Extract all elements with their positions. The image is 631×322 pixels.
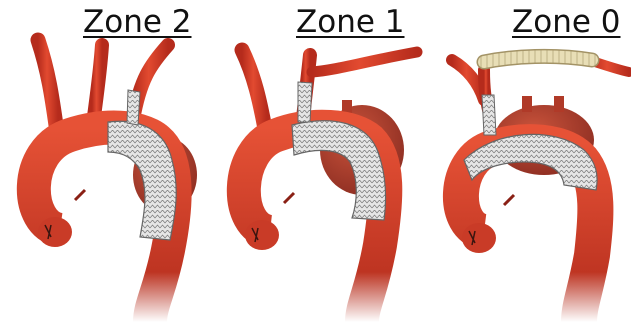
panel-zone-0: Zone 0 — [424, 0, 631, 322]
aortic-arch-illustration-zone-2 — [0, 0, 210, 322]
zone-title: Zone 2 — [83, 2, 192, 42]
panel-zone-2: Zone 2 — [0, 0, 210, 322]
aortic-arch-illustration-zone-1 — [212, 0, 422, 322]
stent-graft — [292, 82, 386, 220]
aortic-arch-illustration-zone-0 — [424, 0, 631, 322]
bypass-graft — [484, 56, 592, 62]
zone-title: Zone 1 — [296, 2, 405, 42]
panel-zone-1: Zone 1 — [212, 0, 422, 322]
zone-title: Zone 0 — [512, 2, 621, 42]
